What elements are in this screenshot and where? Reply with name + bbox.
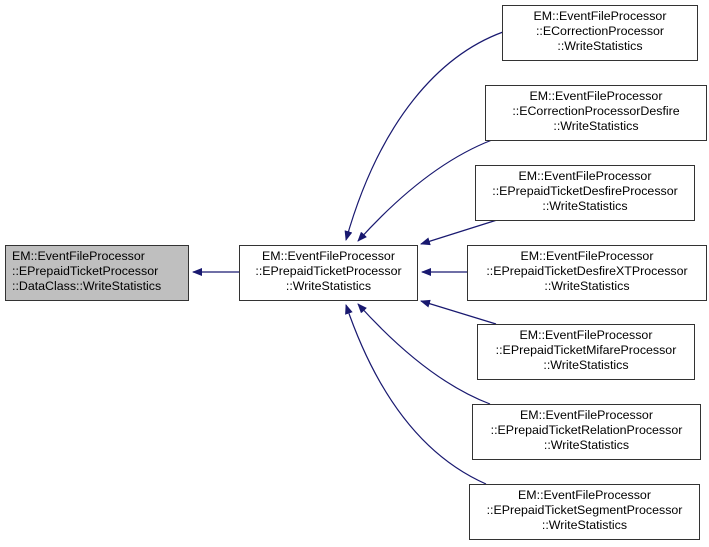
node-ecorrection-desfire-writestatistics[interactable]: EM::EventFileProcessor ::ECorrectionProc… [485,85,707,141]
node-dataclass-writestatistics[interactable]: EM::EventFileProcessor ::EPrepaidTicketP… [5,245,189,301]
node-label-line: ::ECorrectionProcessor [535,24,665,38]
node-label-line: EM::EventFileProcessor [519,328,653,342]
node-ecorrection-writestatistics[interactable]: EM::EventFileProcessor ::ECorrectionProc… [502,5,698,61]
node-label-line: ::EPrepaidTicketProcessor [12,264,159,278]
edge-eprepaid-segment-to-eprepaid [345,304,487,485]
node-label-line: EM::EventFileProcessor [518,169,652,183]
node-label-line: ::EPrepaidTicketMifareProcessor [495,343,677,357]
node-eprepaid-writestatistics[interactable]: EM::EventFileProcessor ::EPrepaidTicketP… [239,245,418,301]
node-label-line: ::WriteStatistics [557,39,643,53]
node-label-line: EM::EventFileProcessor [12,249,145,263]
node-label-line: ::WriteStatistics [543,358,629,372]
node-label-line: ::ECorrectionProcessorDesfire [512,104,680,118]
node-label-line: ::EPrepaidTicketRelationProcessor [490,423,683,437]
node-label-line: ::EPrepaidTicketDesfireXTProcessor [486,264,688,278]
edge-eprepaid-relation-to-eprepaid [357,303,491,405]
edge-ecorrection-to-eprepaid [344,31,504,241]
node-label-line: EM::EventFileProcessor [520,408,653,422]
node-label-line: ::DataClass::WriteStatistics [12,279,162,293]
node-label-line: ::WriteStatistics [285,279,372,293]
edge-eprepaid-mifare-to-eprepaid [420,299,497,325]
node-eprepaid-desfirext-writestatistics[interactable]: EM::EventFileProcessor ::EPrepaidTicketD… [467,245,707,301]
node-label-line: ::EPrepaidTicketDesfireProcessor [492,184,678,198]
node-label-line: ::WriteStatistics [544,279,630,293]
node-label-line: ::EPrepaidTicketSegmentProcessor [486,503,683,517]
node-label-line: ::WriteStatistics [553,119,639,133]
node-eprepaid-mifare-writestatistics[interactable]: EM::EventFileProcessor ::EPrepaidTicketM… [477,324,695,380]
node-eprepaid-relation-writestatistics[interactable]: EM::EventFileProcessor ::EPrepaidTicketR… [472,404,701,460]
node-label-line: ::WriteStatistics [542,199,628,213]
node-label-line: EM::EventFileProcessor [520,249,654,263]
node-label-line: EM::EventFileProcessor [533,9,667,23]
node-label-line: ::WriteStatistics [543,438,630,452]
node-eprepaid-desfire-writestatistics[interactable]: EM::EventFileProcessor ::EPrepaidTicketD… [475,165,695,221]
node-eprepaid-segment-writestatistics[interactable]: EM::EventFileProcessor ::EPrepaidTicketS… [469,484,700,540]
node-label-line: EM::EventFileProcessor [262,249,395,263]
node-label-line: EM::EventFileProcessor [529,89,663,103]
node-label-line: ::EPrepaidTicketProcessor [255,264,402,278]
node-label-line: ::WriteStatistics [541,518,628,532]
edge-eprepaid-desfire-to-eprepaid [420,219,498,246]
edge-ecorrection-desfire-to-eprepaid [357,139,493,242]
node-label-line: EM::EventFileProcessor [518,488,651,502]
